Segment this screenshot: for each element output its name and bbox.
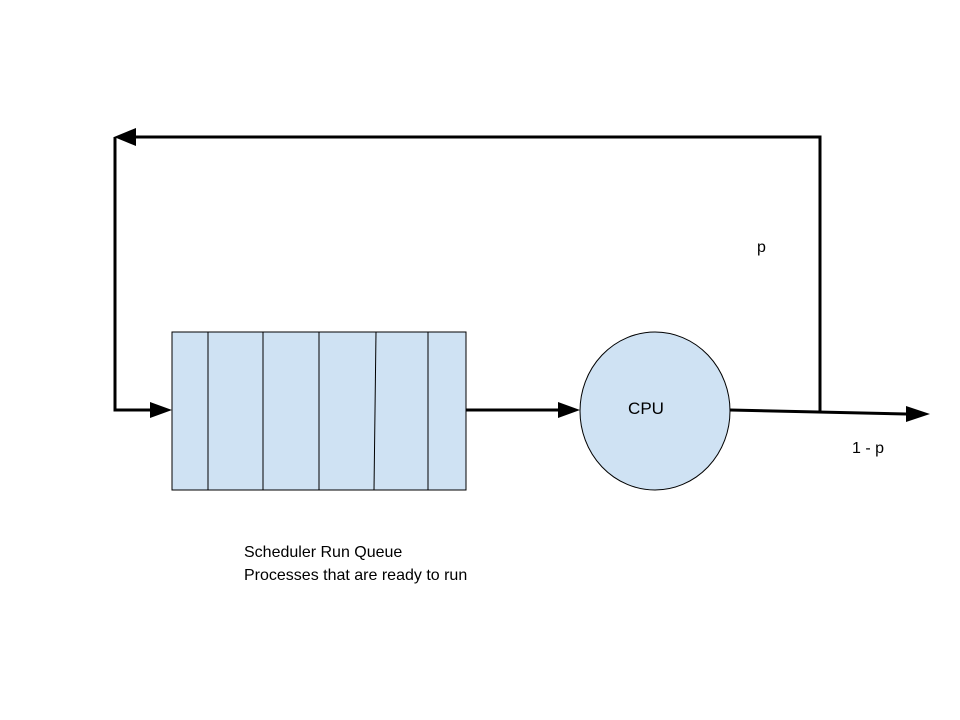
queue-slot-divider: [373, 331, 377, 491]
feedback-probability-label: p: [757, 239, 766, 256]
queue-to-cpu-arrowhead: [558, 402, 580, 418]
exit-probability-label: 1 - p: [852, 440, 884, 457]
cpu-exit-line: [729, 408, 907, 416]
cpu-label: CPU: [628, 399, 664, 418]
run-queue: [171, 331, 467, 491]
queue-entry-arrowhead: [150, 402, 172, 418]
feedback-arrowhead: [114, 128, 136, 146]
cpu-exit-arrowhead: [906, 406, 930, 422]
feedback-loop-line: [136, 135, 822, 411]
feedback-return-line: [113, 137, 150, 412]
queue-subtitle-label: Processes that are ready to run: [244, 567, 467, 584]
queue-title-label: Scheduler Run Queue: [244, 544, 402, 561]
